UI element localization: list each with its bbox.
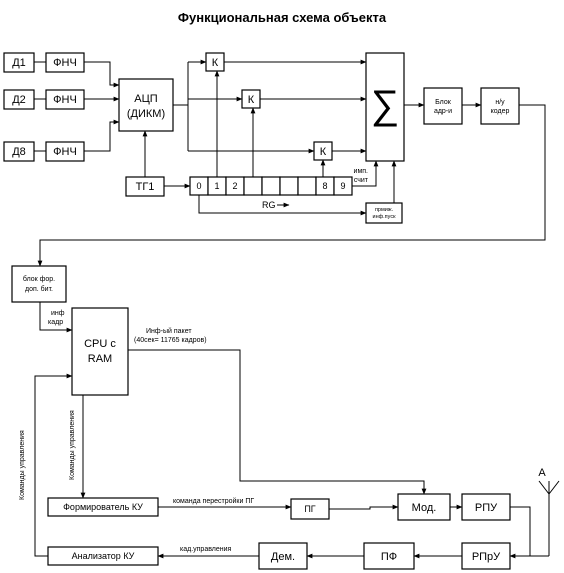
demodulator-block: Дем.: [258, 542, 308, 570]
modulator-block: Мод.: [397, 493, 451, 521]
svg-text:2: 2: [232, 181, 237, 191]
svg-text:блок фор.: блок фор.: [23, 275, 55, 283]
svg-text:АЦП: АЦП: [134, 93, 157, 105]
shift-register: 0 1 2 8 9: [189, 176, 353, 196]
control-commands-right-label: Команды управления: [69, 410, 76, 480]
svg-text:К: К: [248, 94, 255, 106]
summator-block: ∑: [365, 52, 405, 162]
svg-text:1: 1: [214, 181, 219, 191]
adc-dpcm-block: АЦП (ДИКМ): [118, 78, 174, 132]
svg-text:прмиж.: прмиж.: [375, 207, 394, 213]
generator-pg-block: ПГ: [290, 498, 330, 520]
svg-text:9: 9: [340, 181, 345, 191]
svg-text:(ДИКМ): (ДИКМ): [127, 108, 165, 120]
command-analyzer-block: Анализатор КУ: [47, 546, 159, 566]
svg-text:∑: ∑: [371, 83, 400, 127]
svg-text:Дем.: Дем.: [271, 551, 295, 563]
sensor-d1: Д1: [3, 52, 35, 73]
svg-text:адр-и: адр-и: [434, 108, 452, 115]
svg-text:ФНЧ: ФНЧ: [53, 94, 77, 106]
svg-text:Анализатор КУ: Анализатор КУ: [72, 551, 135, 561]
command-former-block: Формирователь КУ: [47, 497, 159, 517]
diagram-title: Функциональная схема объекта: [178, 10, 387, 25]
key-2: К: [241, 89, 261, 109]
pulse-count-label: имп. счит: [354, 168, 369, 184]
svg-text:RAM: RAM: [88, 353, 112, 365]
cpu-ram-block: CPU c RAM: [71, 307, 129, 396]
clock-generator-tg1: ТГ1: [125, 176, 165, 197]
svg-text:ФНЧ: ФНЧ: [53, 146, 77, 158]
key-1: К: [205, 52, 225, 72]
svg-text:счит: счит: [354, 177, 369, 184]
svg-text:Мод.: Мод.: [412, 502, 437, 514]
svg-text:8: 8: [322, 181, 327, 191]
sensor-d8: Д8: [3, 141, 35, 162]
svg-text:0: 0: [196, 181, 201, 191]
extra-bits-block: блок фор. доп. бит.: [11, 265, 67, 303]
filter-1: ФНЧ: [45, 52, 85, 73]
info-frame-label: инф кадр: [48, 310, 65, 326]
filter-3: ФНЧ: [45, 141, 85, 162]
info-packet-label: Инф-ый пакет (40сек= 11765 кадров): [134, 327, 207, 344]
bandpass-filter-block: ПФ: [363, 542, 415, 570]
svg-text:н/у: н/у: [495, 99, 505, 106]
reconfig-command-label: команда перестройки ПГ: [173, 497, 254, 505]
coder-block: н/у кодер: [480, 87, 520, 125]
filter-2: ФНЧ: [45, 89, 85, 110]
svg-text:ПФ: ПФ: [381, 551, 397, 563]
svg-text:Формирователь КУ: Формирователь КУ: [63, 502, 143, 512]
svg-text:ТГ1: ТГ1: [136, 181, 155, 193]
sensor-d2: Д2: [3, 89, 35, 110]
svg-text:А: А: [538, 467, 546, 479]
svg-text:инф: инф: [51, 310, 65, 317]
svg-text:CPU c: CPU c: [84, 338, 116, 350]
svg-text:кадр: кадр: [48, 319, 63, 326]
svg-text:РПУ: РПУ: [475, 502, 498, 514]
svg-text:инф.пуск: инф.пуск: [373, 214, 397, 220]
svg-text:доп. бит.: доп. бит.: [25, 285, 53, 293]
svg-text:Д2: Д2: [12, 94, 26, 106]
svg-text:кодер: кодер: [491, 108, 510, 115]
control-commands-left-label: Команды управления: [19, 430, 26, 500]
svg-text:РПрУ: РПрУ: [472, 551, 501, 563]
svg-text:RG: RG: [262, 200, 276, 210]
svg-text:Блок: Блок: [435, 99, 452, 106]
svg-text:К: К: [320, 146, 327, 158]
control-channel-label: кад.управления: [180, 546, 232, 553]
svg-text:(40сек= 11765 кадров): (40сек= 11765 кадров): [134, 337, 207, 344]
svg-text:К: К: [212, 57, 219, 69]
svg-text:ПГ: ПГ: [304, 504, 315, 514]
svg-text:Инф-ый пакет: Инф-ый пакет: [146, 327, 192, 335]
sync-form-block: прмиж. инф.пуск: [365, 202, 403, 224]
address-block: Блок адр-и: [423, 87, 463, 125]
svg-text:ФНЧ: ФНЧ: [53, 57, 77, 69]
receiver-rpru-block: РПрУ: [461, 542, 511, 570]
svg-text:Д8: Д8: [12, 146, 26, 158]
transmitter-rpu-block: РПУ: [461, 493, 511, 521]
key-3: К: [313, 141, 333, 161]
svg-text:имп.: имп.: [354, 168, 369, 175]
antenna-icon: А: [510, 467, 560, 557]
svg-text:Д1: Д1: [12, 57, 26, 69]
